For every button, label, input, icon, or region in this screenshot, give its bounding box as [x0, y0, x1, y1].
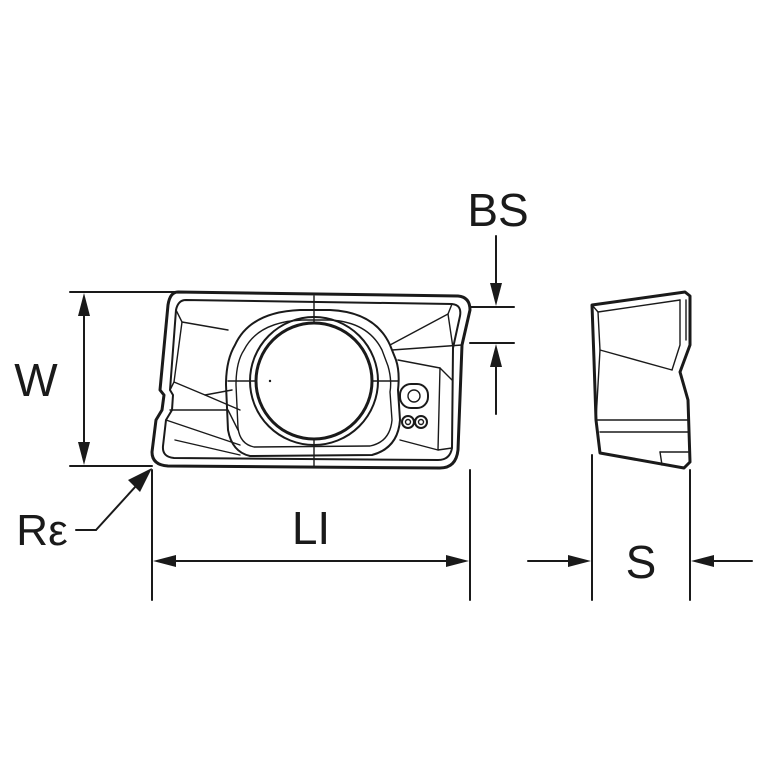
facet-line	[389, 303, 453, 346]
insert-top-view	[150, 290, 472, 470]
bs-label: BS	[467, 184, 528, 236]
facet-line	[437, 367, 453, 451]
r-arrowhead	[128, 468, 152, 492]
center-boss	[225, 309, 401, 457]
dimension-li: LI	[151, 469, 471, 601]
li-arrowhead-left	[153, 555, 176, 567]
r-leader-line	[95, 485, 137, 531]
dimension-s: S	[527, 454, 753, 601]
dimension-bs: BS	[467, 184, 529, 415]
facet-line	[397, 359, 453, 381]
facet-line	[447, 313, 454, 349]
side-facet	[659, 451, 663, 466]
bs-arrowhead-up	[490, 344, 502, 367]
facet-line	[175, 309, 229, 331]
w-arrowhead-up	[78, 293, 90, 316]
facet-line	[173, 321, 233, 396]
grade-mark-dot-inner	[417, 418, 425, 426]
dimension-w: W	[14, 291, 177, 467]
li-arrowhead-right	[446, 555, 469, 567]
s-arrowhead-right	[568, 555, 591, 567]
grade-mark-dot-inner	[404, 418, 412, 426]
w-label: W	[14, 354, 58, 406]
center-boss-inner	[235, 319, 393, 448]
facet-line	[165, 419, 241, 446]
w-arrowhead-down	[78, 442, 90, 465]
insert-side-view	[590, 290, 692, 470]
grade-mark-dot	[401, 415, 415, 429]
r-epsilon-label: Rε	[16, 506, 67, 555]
insert-inner-rim	[161, 299, 462, 461]
side-outline	[590, 290, 692, 470]
grade-mark-dot	[414, 415, 428, 429]
side-facet	[595, 349, 689, 421]
grade-mark-slot	[399, 383, 429, 409]
dimension-r-epsilon: Rε	[16, 468, 152, 555]
s-label: S	[626, 536, 657, 588]
s-arrowhead-left	[691, 555, 714, 567]
side-facet	[671, 299, 681, 371]
facet-line	[399, 439, 439, 451]
facet-line	[391, 344, 463, 351]
screw-hole-center-dot	[268, 379, 272, 383]
insert-outline	[150, 290, 472, 470]
bs-arrowhead-down	[490, 283, 502, 306]
side-facet	[597, 311, 673, 371]
grade-mark-slot-inner	[407, 389, 421, 403]
li-label: LI	[292, 502, 330, 554]
facet-line	[169, 381, 175, 391]
screw-hole	[254, 321, 374, 441]
facet-line	[174, 439, 241, 456]
facet-line	[204, 394, 241, 411]
